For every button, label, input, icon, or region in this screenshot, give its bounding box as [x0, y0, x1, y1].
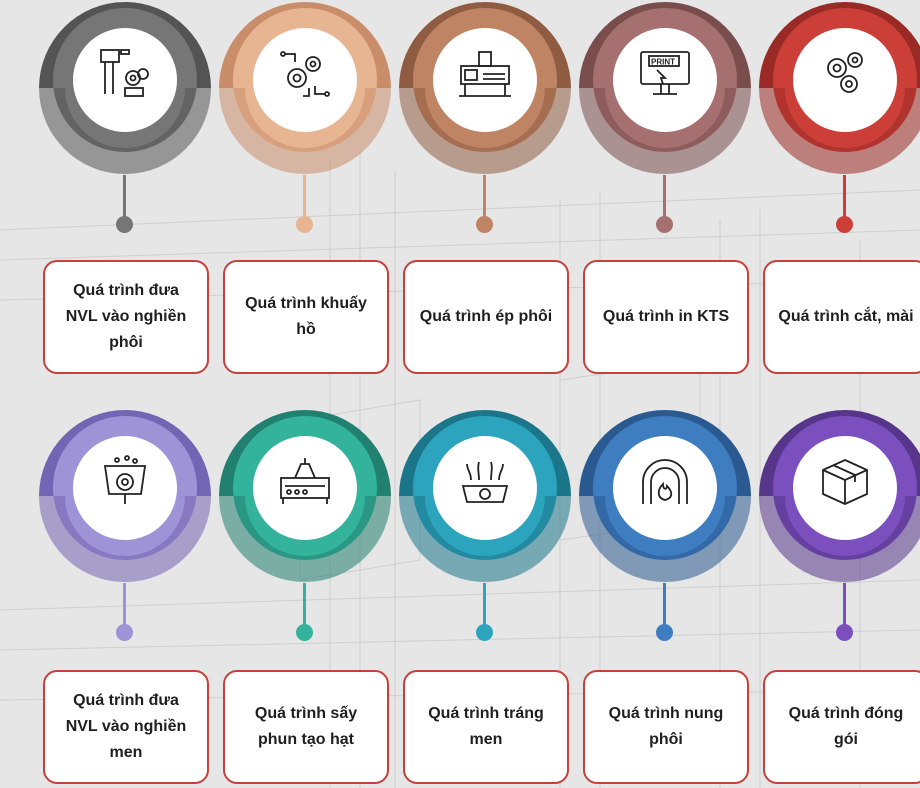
step-ring — [399, 410, 571, 582]
process-step: Quá trình đưa NVL vào nghiền men — [35, 408, 215, 788]
step-ring — [399, 2, 571, 174]
connector-dot — [656, 216, 673, 233]
step-ring — [39, 410, 211, 582]
step-label: Quá trình cắt, mài — [763, 260, 920, 374]
connector-stem — [303, 583, 306, 628]
process-step: Quá trình sấy phun tạo hạt — [215, 408, 395, 788]
connector-stem — [123, 583, 126, 628]
step-label: Quá trình ép phôi — [403, 260, 569, 374]
step-label: Quá trình tráng men — [403, 670, 569, 784]
connector-dot — [476, 216, 493, 233]
connector-dot — [476, 624, 493, 641]
step-label: Quá trình đóng gói — [763, 670, 920, 784]
print-monitor-icon: PRINT — [631, 40, 699, 108]
kiln-fire-icon — [631, 448, 699, 516]
connector-dot — [296, 624, 313, 641]
process-step: Quá trình ép phôi — [395, 0, 575, 380]
connector-stem — [483, 175, 486, 220]
connector-dot — [836, 624, 853, 641]
process-step: Quá trình cắt, mài — [755, 0, 920, 380]
step-ring — [759, 2, 920, 174]
circuit-gears-icon — [271, 40, 339, 108]
connector-stem — [123, 175, 126, 220]
connector-stem — [483, 583, 486, 628]
step-label: Quá trình đưa NVL vào nghiền phôi — [43, 260, 209, 374]
connector-stem — [663, 583, 666, 628]
process-step: Quá trình đưa NVL vào nghiền phôi — [35, 0, 215, 380]
step-label: Quá trình nung phôi — [583, 670, 749, 784]
step-label: Quá trình đưa NVL vào nghiền men — [43, 670, 209, 784]
grinder-gear-icon — [91, 448, 159, 516]
process-step: Quá trình tráng men — [395, 408, 575, 788]
connector-stem — [663, 175, 666, 220]
process-step: PRINT Quá trình in KTS — [575, 0, 755, 380]
connector-dot — [116, 216, 133, 233]
connector-dot — [116, 624, 133, 641]
connector-stem — [843, 175, 846, 220]
step-ring — [579, 2, 751, 174]
process-step: Quá trình đóng gói — [755, 408, 920, 788]
machine-gears-icon — [91, 40, 159, 108]
spray-dryer-icon — [271, 448, 339, 516]
step-label: Quá trình khuấy hồ — [223, 260, 389, 374]
step-ring — [39, 2, 211, 174]
step-label: Quá trình in KTS — [583, 260, 749, 374]
connector-dot — [656, 624, 673, 641]
connector-dot — [836, 216, 853, 233]
process-step: Quá trình nung phôi — [575, 408, 755, 788]
glazing-gear-icon — [451, 448, 519, 516]
package-box-icon — [811, 448, 879, 516]
process-step: Quá trình khuấy hồ — [215, 0, 395, 380]
connector-stem — [303, 175, 306, 220]
gears-icon — [811, 40, 879, 108]
connector-dot — [296, 216, 313, 233]
svg-text:PRINT: PRINT — [651, 58, 675, 67]
step-label: Quá trình sấy phun tạo hạt — [223, 670, 389, 784]
connector-stem — [843, 583, 846, 628]
step-ring — [219, 410, 391, 582]
press-machine-icon — [451, 40, 519, 108]
